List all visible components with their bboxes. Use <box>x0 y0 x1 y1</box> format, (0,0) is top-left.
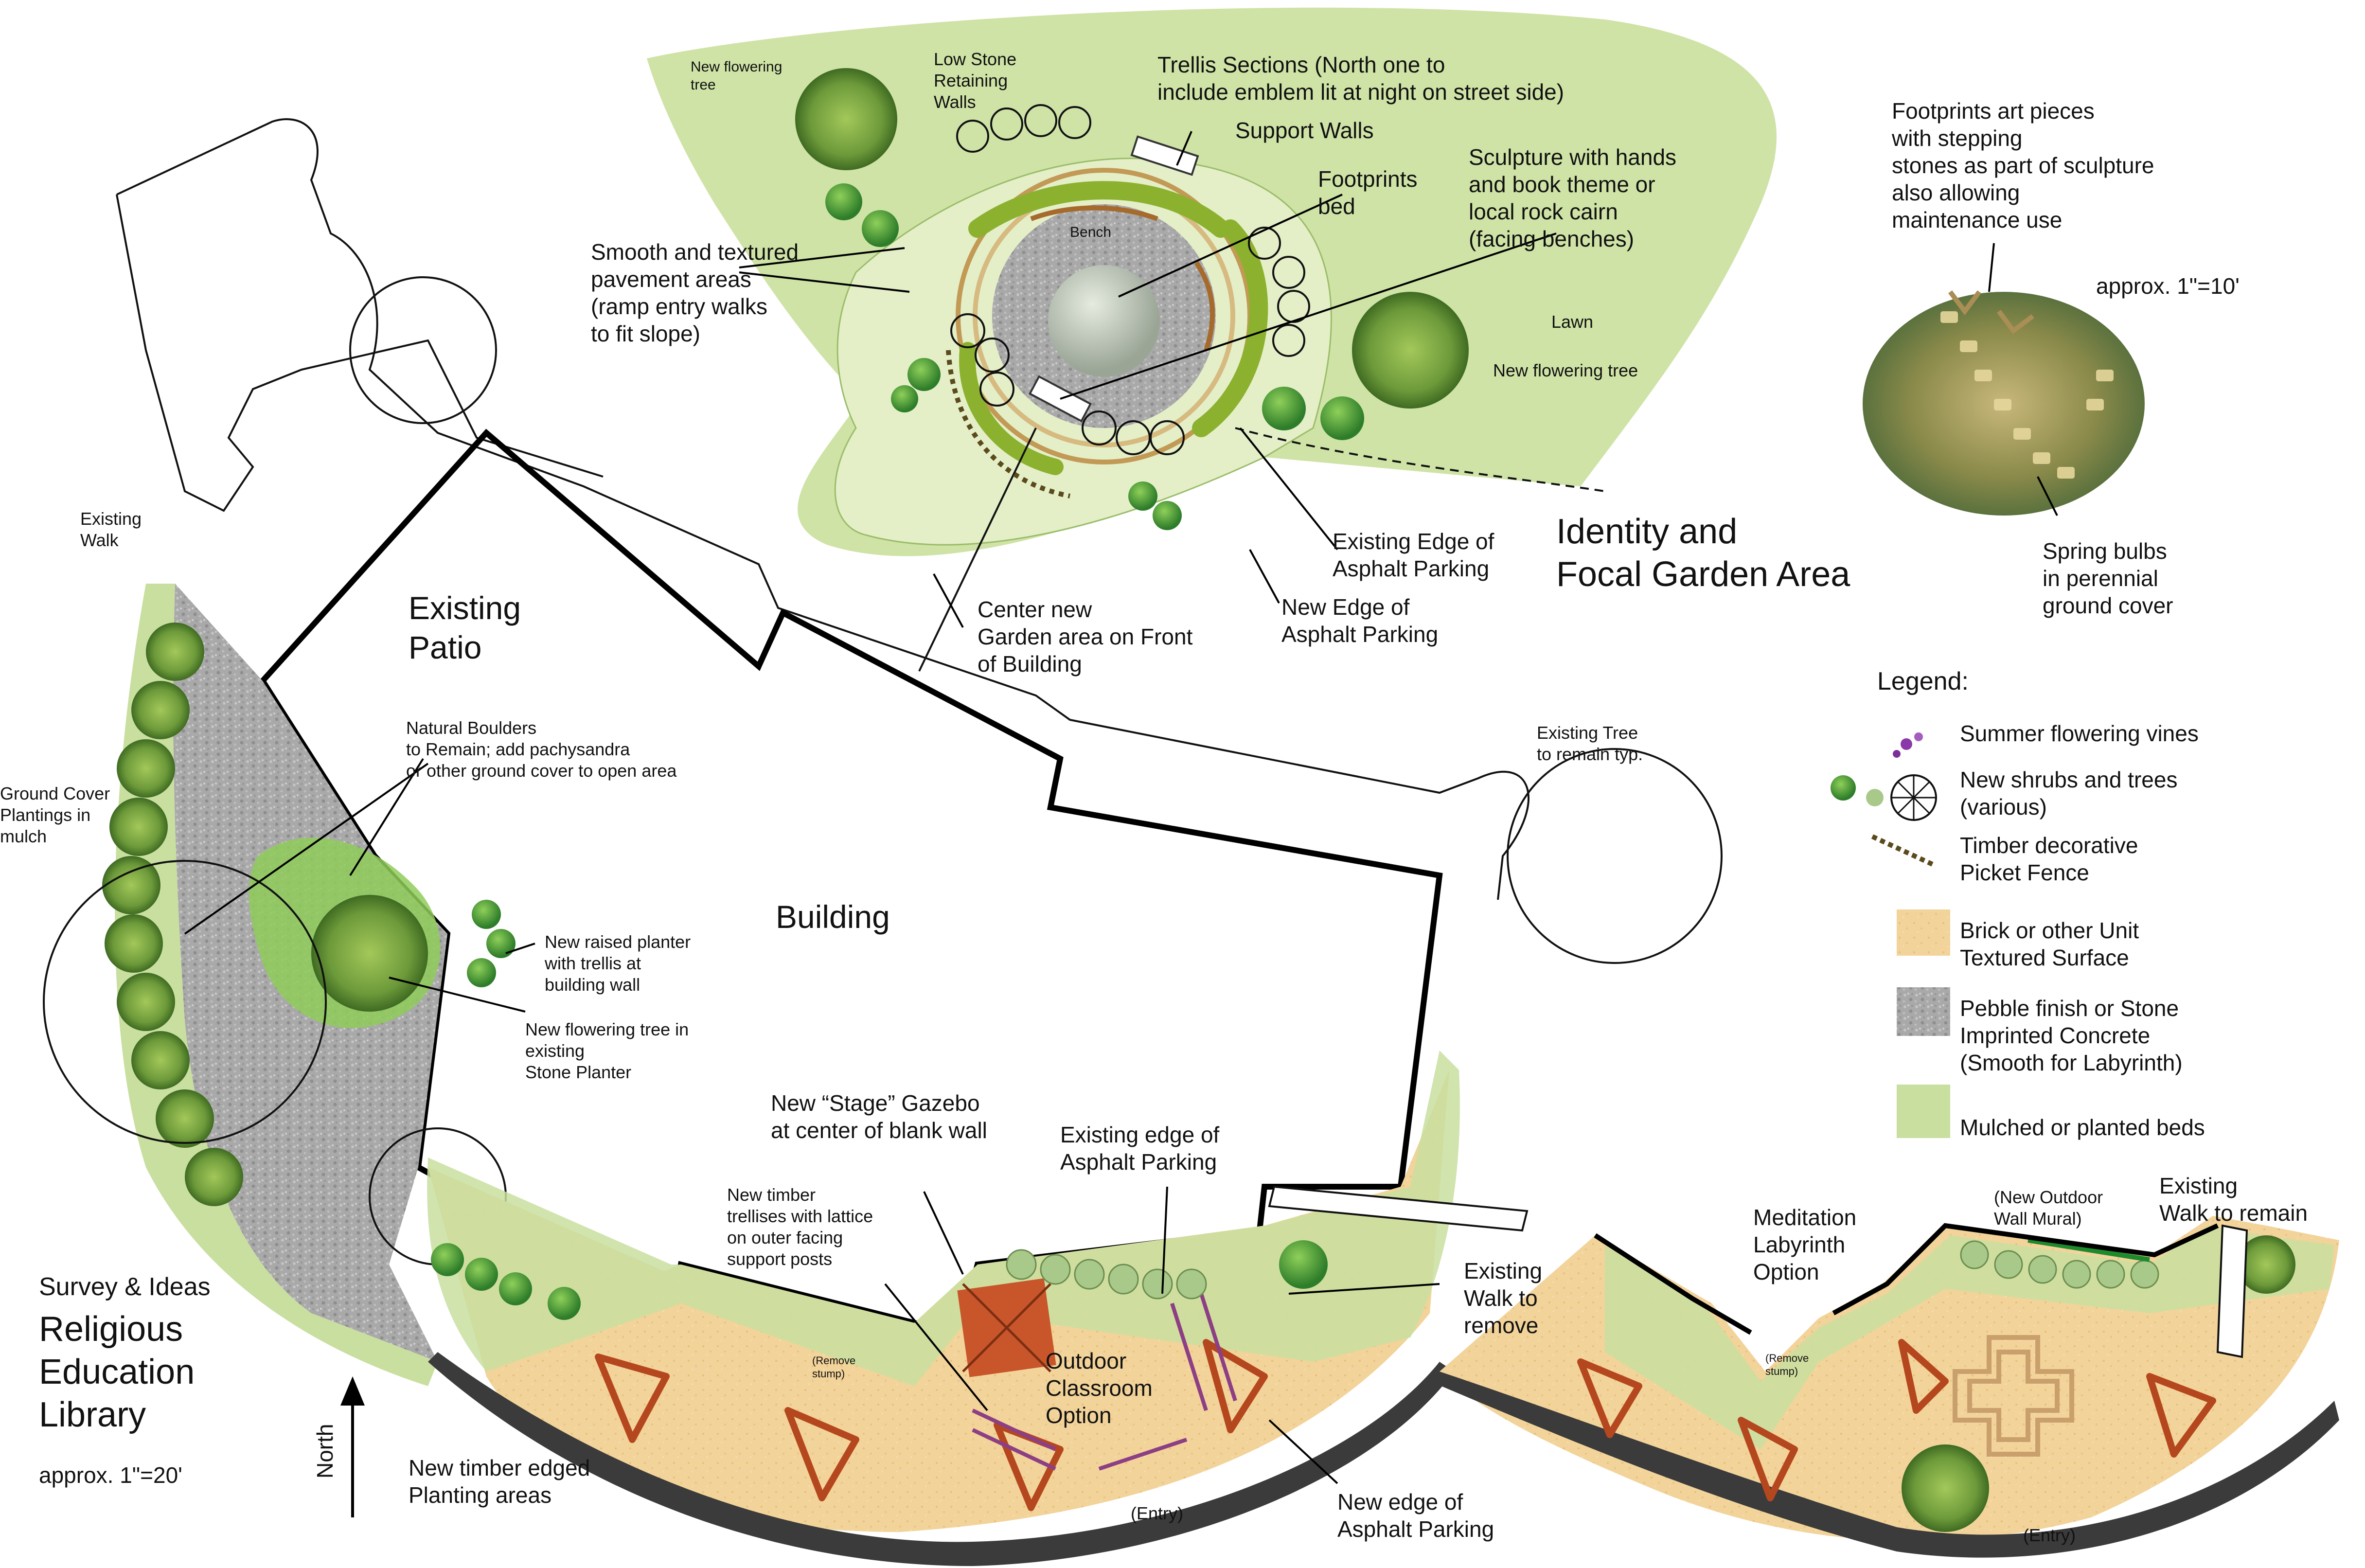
new-flowering-tree-label-left: New flowering tree <box>691 59 782 93</box>
focal-garden-area <box>647 7 1777 672</box>
legend-title: Legend: <box>1877 667 1969 695</box>
existing-walk-label: Existing Walk <box>80 509 142 550</box>
survey-ideas-label: Survey & Ideas <box>39 1273 211 1301</box>
existing-patio-label: Existing Patio <box>409 590 521 665</box>
legend-item-vines: Summer flowering vines <box>1960 721 2199 746</box>
natural-boulders-label: Natural Boulders to Remain; add pachysan… <box>406 718 677 781</box>
existing-walk-remove-label: Existing Walk to remove <box>1464 1258 1543 1338</box>
footprints-bed-label: Footprints bed <box>1318 166 1418 219</box>
north-arrow <box>340 1376 365 1517</box>
bench-label: Bench <box>1070 224 1112 240</box>
vine-flower-icon <box>1893 732 1923 758</box>
new-edge-asphalt-label: New Edge of Asphalt Parking <box>1281 594 1439 647</box>
new-edge-parking-label: New edge of Asphalt Parking <box>1337 1489 1494 1542</box>
flowering-tree-planter-label: New flowering tree in existing Stone Pla… <box>525 1019 689 1082</box>
legend-item-fence: Timber decorative Picket Fence <box>1960 833 2138 886</box>
support-walls-label: Support Walls <box>1235 118 1374 143</box>
existing-tree-label: Existing Tree to remain typ. <box>1537 723 1643 764</box>
smooth-textured-pavement-label: Smooth and textured pavement areas (ramp… <box>591 239 799 347</box>
stage-gazebo-label: New “Stage” Gazebo at center of blank wa… <box>771 1090 987 1143</box>
building-label: Building <box>776 899 890 935</box>
focal-garden-title: Identity and Focal Garden Area <box>1556 512 1850 594</box>
detail-scale-label: approx. 1"=10' <box>2096 273 2240 299</box>
plan-scale-label: approx. 1"=20' <box>39 1462 182 1488</box>
spring-bulbs-label: Spring bulbs in perennial ground cover <box>2043 538 2173 619</box>
walk-to-remain-label: Existing Walk to remain <box>2159 1173 2308 1226</box>
shrub-tree-icon <box>1831 774 1937 821</box>
legend-swatches <box>1831 732 1950 1138</box>
mulch-swatch <box>1897 1085 1950 1138</box>
legend-item-shrubs: New shrubs and trees (various) <box>1960 767 2178 820</box>
lawn-label: Lawn <box>1551 312 1594 332</box>
footprints-art-note: Footprints art pieces with stepping ston… <box>1892 98 2154 233</box>
raised-planter-label: New raised planter with trellis at build… <box>545 932 691 995</box>
center-new-garden-label: Center new Garden area on Front of Build… <box>978 597 1193 677</box>
new-flowering-tree-label-right: New flowering tree <box>1493 360 1638 380</box>
footprints-detail <box>1863 290 2145 516</box>
legend-item-brick: Brick or other Unit Textured Surface <box>1960 918 2139 971</box>
wall-mural-label: (New Outdoor Wall Mural) <box>1994 1187 2103 1229</box>
leader-lines <box>184 131 2058 1484</box>
sculpture-label: Sculpture with hands and book theme or l… <box>1469 144 1677 252</box>
outdoor-classroom-area <box>427 1051 1529 1566</box>
timber-trellises-label: New timber trellises with lattice on out… <box>727 1185 873 1269</box>
brick-swatch <box>1897 909 1950 956</box>
legend-item-pebble: Pebble finish or Stone Imprinted Concret… <box>1960 996 2183 1076</box>
entry-label: (Entry) <box>1131 1503 1183 1523</box>
pebble-swatch <box>1897 987 1950 1036</box>
low-stone-walls-label: Low Stone Retaining Walls <box>934 49 1017 112</box>
project-title: Religious Education Library <box>39 1310 195 1434</box>
labyrinth-remove-stump-label: (Remove stump) <box>1765 1352 1809 1377</box>
outdoor-classroom-label: Outdoor Classroom Option <box>1046 1348 1153 1428</box>
timber-planting-label: New timber edged Planting areas <box>409 1455 590 1508</box>
labyrinth-entry-label: (Entry) <box>2023 1525 2076 1545</box>
picket-fence-icon <box>1871 834 1937 868</box>
existing-edge-asphalt-label: Existing Edge of Asphalt Parking <box>1333 529 1494 582</box>
remove-stump-label: (Remove stump) <box>812 1354 856 1380</box>
north-label: North <box>312 1424 338 1479</box>
legend-item-mulch: Mulched or planted beds <box>1960 1115 2205 1140</box>
labyrinth-title: Meditation Labyrinth Option <box>1753 1205 1857 1285</box>
ground-cover-label: Ground Cover Plantings in mulch <box>0 784 110 846</box>
existing-edge-parking-label: Existing edge of Asphalt Parking <box>1060 1122 1220 1175</box>
labyrinth-option <box>1430 1216 2339 1558</box>
trellis-sections-label: Trellis Sections (North one to include e… <box>1157 52 1565 105</box>
